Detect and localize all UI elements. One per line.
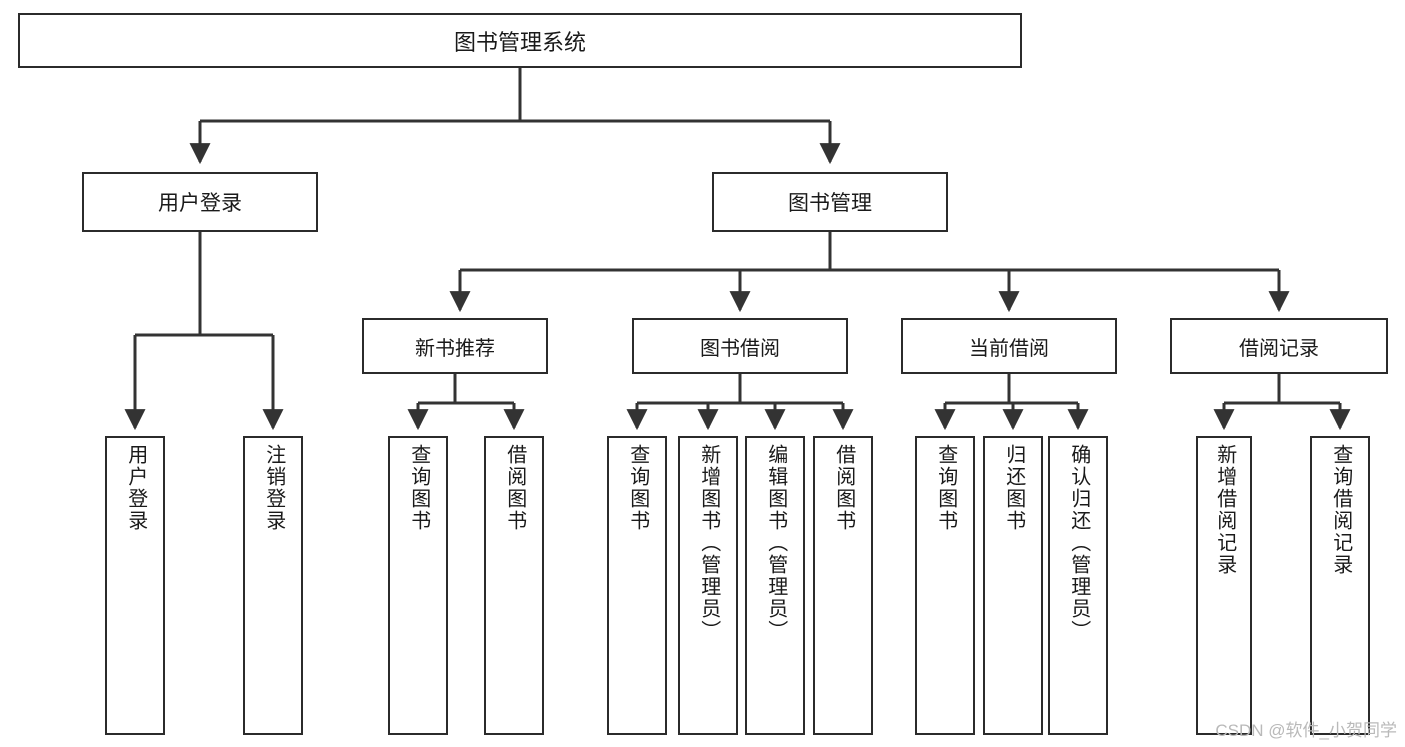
node-leaf-query-book-2-label: 查询图书 xyxy=(626,444,649,532)
node-current-borrow[interactable]: 当前借阅 xyxy=(901,318,1117,374)
node-book-manage-label: 图书管理 xyxy=(788,192,872,215)
node-leaf-borrow-book-1[interactable]: 借阅图书 xyxy=(484,436,544,735)
node-book-manage[interactable]: 图书管理 xyxy=(712,172,948,232)
node-leaf-add-book-label: 新增图书（管理员） xyxy=(697,444,720,642)
node-leaf-borrow-book-1-label: 借阅图书 xyxy=(503,444,526,532)
node-leaf-user-login[interactable]: 用户登录 xyxy=(105,436,165,735)
node-leaf-query-book-3-label: 查询图书 xyxy=(934,444,957,532)
node-new-book-recommend[interactable]: 新书推荐 xyxy=(362,318,548,374)
node-root-label: 图书管理系统 xyxy=(453,29,586,55)
node-leaf-logout-login[interactable]: 注销登录 xyxy=(243,436,303,735)
node-leaf-edit-book-label: 编辑图书（管理员） xyxy=(764,444,787,642)
node-leaf-add-record[interactable]: 新增借阅记录 xyxy=(1196,436,1252,735)
node-book-borrow-label: 图书借阅 xyxy=(700,337,780,360)
node-root[interactable]: 图书管理系统 xyxy=(18,13,1022,68)
node-leaf-confirm-return[interactable]: 确认归还（管理员） xyxy=(1048,436,1108,735)
node-leaf-return-book[interactable]: 归还图书 xyxy=(983,436,1043,735)
node-new-book-recommend-label: 新书推荐 xyxy=(415,337,495,360)
node-leaf-query-book-1-label: 查询图书 xyxy=(407,444,430,532)
node-leaf-edit-book[interactable]: 编辑图书（管理员） xyxy=(745,436,805,735)
node-leaf-confirm-return-label: 确认归还（管理员） xyxy=(1067,444,1090,642)
node-borrow-record-label: 借阅记录 xyxy=(1239,337,1319,360)
node-leaf-borrow-book-2-label: 借阅图书 xyxy=(832,444,855,532)
node-user-login[interactable]: 用户登录 xyxy=(82,172,318,232)
node-leaf-query-record-label: 查询借阅记录 xyxy=(1329,444,1352,576)
watermark: CSDN @软件_小贺同学 xyxy=(1215,721,1397,740)
node-borrow-record[interactable]: 借阅记录 xyxy=(1170,318,1388,374)
node-leaf-add-record-label: 新增借阅记录 xyxy=(1213,444,1236,576)
node-leaf-borrow-book-2[interactable]: 借阅图书 xyxy=(813,436,873,735)
node-current-borrow-label: 当前借阅 xyxy=(969,337,1049,360)
node-user-login-label: 用户登录 xyxy=(158,192,242,215)
node-leaf-add-book[interactable]: 新增图书（管理员） xyxy=(678,436,738,735)
node-leaf-query-book-3[interactable]: 查询图书 xyxy=(915,436,975,735)
node-leaf-user-login-label: 用户登录 xyxy=(124,444,147,532)
node-book-borrow[interactable]: 图书借阅 xyxy=(632,318,848,374)
node-leaf-logout-login-label: 注销登录 xyxy=(262,444,285,532)
node-leaf-return-book-label: 归还图书 xyxy=(1002,444,1025,532)
node-leaf-query-book-2[interactable]: 查询图书 xyxy=(607,436,667,735)
node-leaf-query-book-1[interactable]: 查询图书 xyxy=(388,436,448,735)
node-leaf-query-record[interactable]: 查询借阅记录 xyxy=(1310,436,1370,735)
